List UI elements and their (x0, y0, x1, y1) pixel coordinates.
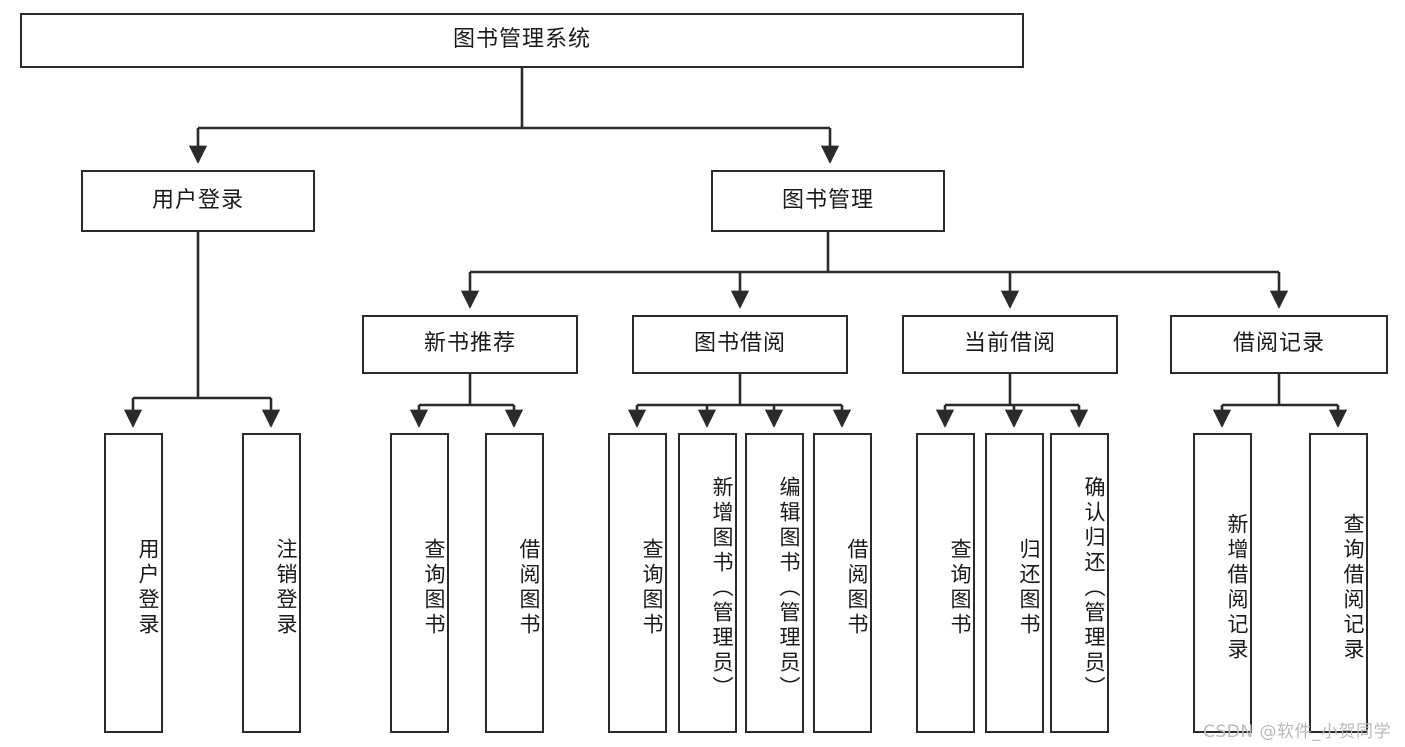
node-label: 查询图书 (422, 538, 446, 638)
leaf-confirm-return-admin[interactable]: 确认归还（管理员） (1050, 433, 1109, 733)
node-label: 借阅记录 (1232, 331, 1325, 357)
node-label: 用户登录 (136, 538, 160, 638)
node-label: 新增借阅记录 (1225, 513, 1249, 663)
node-label: 新增图书（管理员） (710, 475, 734, 701)
node-label: 编辑图书（管理员） (777, 475, 801, 701)
watermark: CSDN @软件_小贺同学 (1203, 722, 1391, 742)
node-book-management[interactable]: 图书管理 (711, 170, 945, 232)
leaf-borrow-book-recommend[interactable]: 借阅图书 (485, 433, 544, 733)
node-label: 图书管理系统 (452, 27, 591, 53)
leaf-query-book-recommend[interactable]: 查询图书 (390, 433, 449, 733)
node-root-book-management-system[interactable]: 图书管理系统 (20, 13, 1024, 68)
node-label: 借阅图书 (845, 538, 869, 638)
leaf-add-borrow-record[interactable]: 新增借阅记录 (1193, 433, 1252, 733)
node-label: 当前借阅 (963, 331, 1056, 357)
node-borrow-record[interactable]: 借阅记录 (1170, 315, 1388, 374)
node-book-borrow[interactable]: 图书借阅 (632, 315, 848, 374)
node-label: 归还图书 (1017, 538, 1041, 638)
node-current-borrow[interactable]: 当前借阅 (902, 315, 1118, 374)
node-label: 查询图书 (948, 538, 972, 638)
node-label: 确认归还（管理员） (1082, 475, 1106, 701)
leaf-query-book-current[interactable]: 查询图书 (916, 433, 975, 733)
node-label: 用户登录 (151, 187, 244, 213)
node-user-login[interactable]: 用户登录 (81, 170, 315, 232)
node-label: 图书借阅 (693, 331, 786, 357)
leaf-return-book[interactable]: 归还图书 (985, 433, 1044, 733)
leaf-add-book-admin[interactable]: 新增图书（管理员） (678, 433, 737, 733)
leaf-logout-login[interactable]: 注销登录 (242, 433, 301, 733)
node-label: 查询借阅记录 (1341, 513, 1365, 663)
node-label: 注销登录 (274, 538, 298, 638)
node-label: 查询图书 (640, 538, 664, 638)
node-label: 借阅图书 (517, 538, 541, 638)
node-label: 新书推荐 (423, 331, 516, 357)
leaf-query-book-borrow[interactable]: 查询图书 (608, 433, 667, 733)
leaf-query-borrow-record[interactable]: 查询借阅记录 (1309, 433, 1368, 733)
leaf-edit-book-admin[interactable]: 编辑图书（管理员） (745, 433, 804, 733)
node-new-book-recommend[interactable]: 新书推荐 (362, 315, 578, 374)
node-label: 图书管理 (781, 187, 874, 213)
leaf-borrow-book[interactable]: 借阅图书 (813, 433, 872, 733)
leaf-user-login[interactable]: 用户登录 (104, 433, 163, 733)
